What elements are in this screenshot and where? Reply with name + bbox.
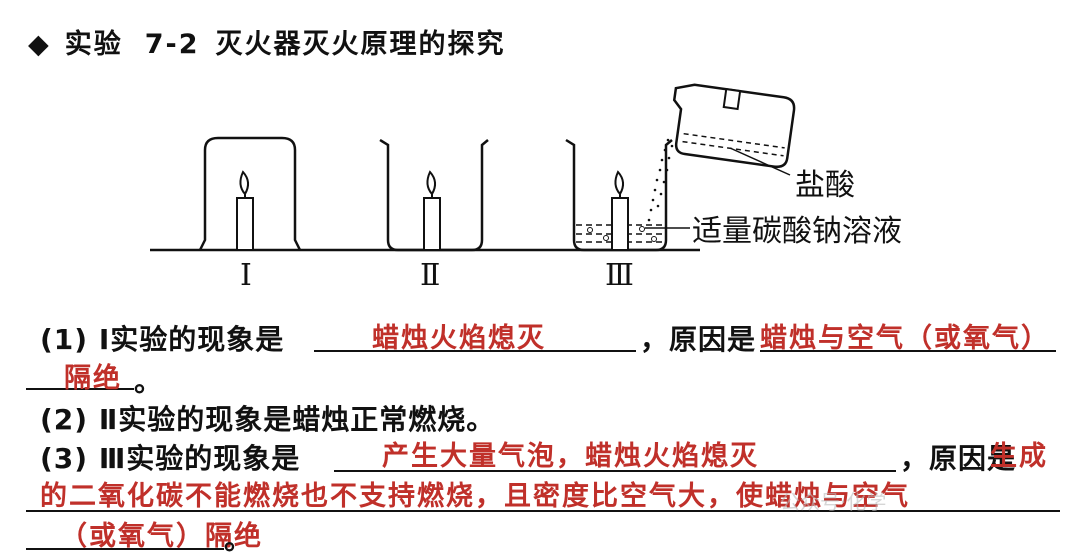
q1-mid: ，原因是 xyxy=(640,323,757,356)
label-solution: 适量碳酸钠溶液 xyxy=(692,214,902,249)
roman-label-2: Ⅱ xyxy=(420,258,441,293)
watermark: 公众号·化学 xyxy=(780,490,887,514)
q1-blank-line-3 xyxy=(26,388,134,390)
q3-answer-reason-c: （或氧气）隔绝 xyxy=(60,521,263,552)
q3-answer-reason-a: 生成 xyxy=(990,441,1048,472)
experiment-apparatus xyxy=(150,83,796,252)
q3-blank-line-3 xyxy=(26,548,224,550)
candle-2 xyxy=(423,170,441,251)
q3-prefix: (3) Ⅲ实验的现象是 xyxy=(40,442,301,475)
label-acid: 盐酸 xyxy=(795,168,855,203)
q1-answer-reason-b: 隔绝 xyxy=(64,363,122,394)
q3-end: 。 xyxy=(224,523,254,556)
q3-blank-line-2 xyxy=(26,510,1060,512)
q1-prefix: (1) Ⅰ实验的现象是 xyxy=(40,323,285,356)
q1-answer-phenomenon: 蜡烛火焰熄灭 xyxy=(372,323,546,354)
leader-line-acid xyxy=(729,147,791,176)
candle-3 xyxy=(611,170,629,251)
q3-mid: ，原因是 xyxy=(900,442,1017,475)
candle-1 xyxy=(236,170,254,251)
title-text: 灭火器灭火原理的探究 xyxy=(215,29,506,60)
q3-blank-line-1 xyxy=(334,470,896,472)
q1-end: 。 xyxy=(134,365,164,398)
q2-text: (2) Ⅱ实验的现象是蜡烛正常燃烧。 xyxy=(40,403,496,436)
roman-label-1: Ⅰ xyxy=(240,258,252,293)
diamond-bullet-icon: ◆ xyxy=(28,29,51,60)
q3-answer-phenomenon: 产生大量气泡，蜡烛火焰熄灭 xyxy=(382,441,759,472)
q1-blank-line-1 xyxy=(314,350,636,352)
title-number: 7-2 xyxy=(144,29,200,60)
q1-blank-line-2 xyxy=(760,350,1056,352)
roman-label-3: Ⅲ xyxy=(605,258,634,293)
page-title: ◆ 实验 7-2 灭火器灭火原理的探究 xyxy=(28,22,506,61)
q1-answer-reason-a: 蜡烛与空气（或氧气） xyxy=(760,323,1050,354)
acid-bottle xyxy=(672,83,796,169)
q3-answer-reason-b: 的二氧化碳不能燃烧也不支持燃烧，且密度比空气大，使蜡烛与空气 xyxy=(40,481,910,512)
jar-1 xyxy=(198,136,302,251)
pouring-stream xyxy=(647,138,674,222)
title-prefix: 实验 xyxy=(64,29,123,60)
